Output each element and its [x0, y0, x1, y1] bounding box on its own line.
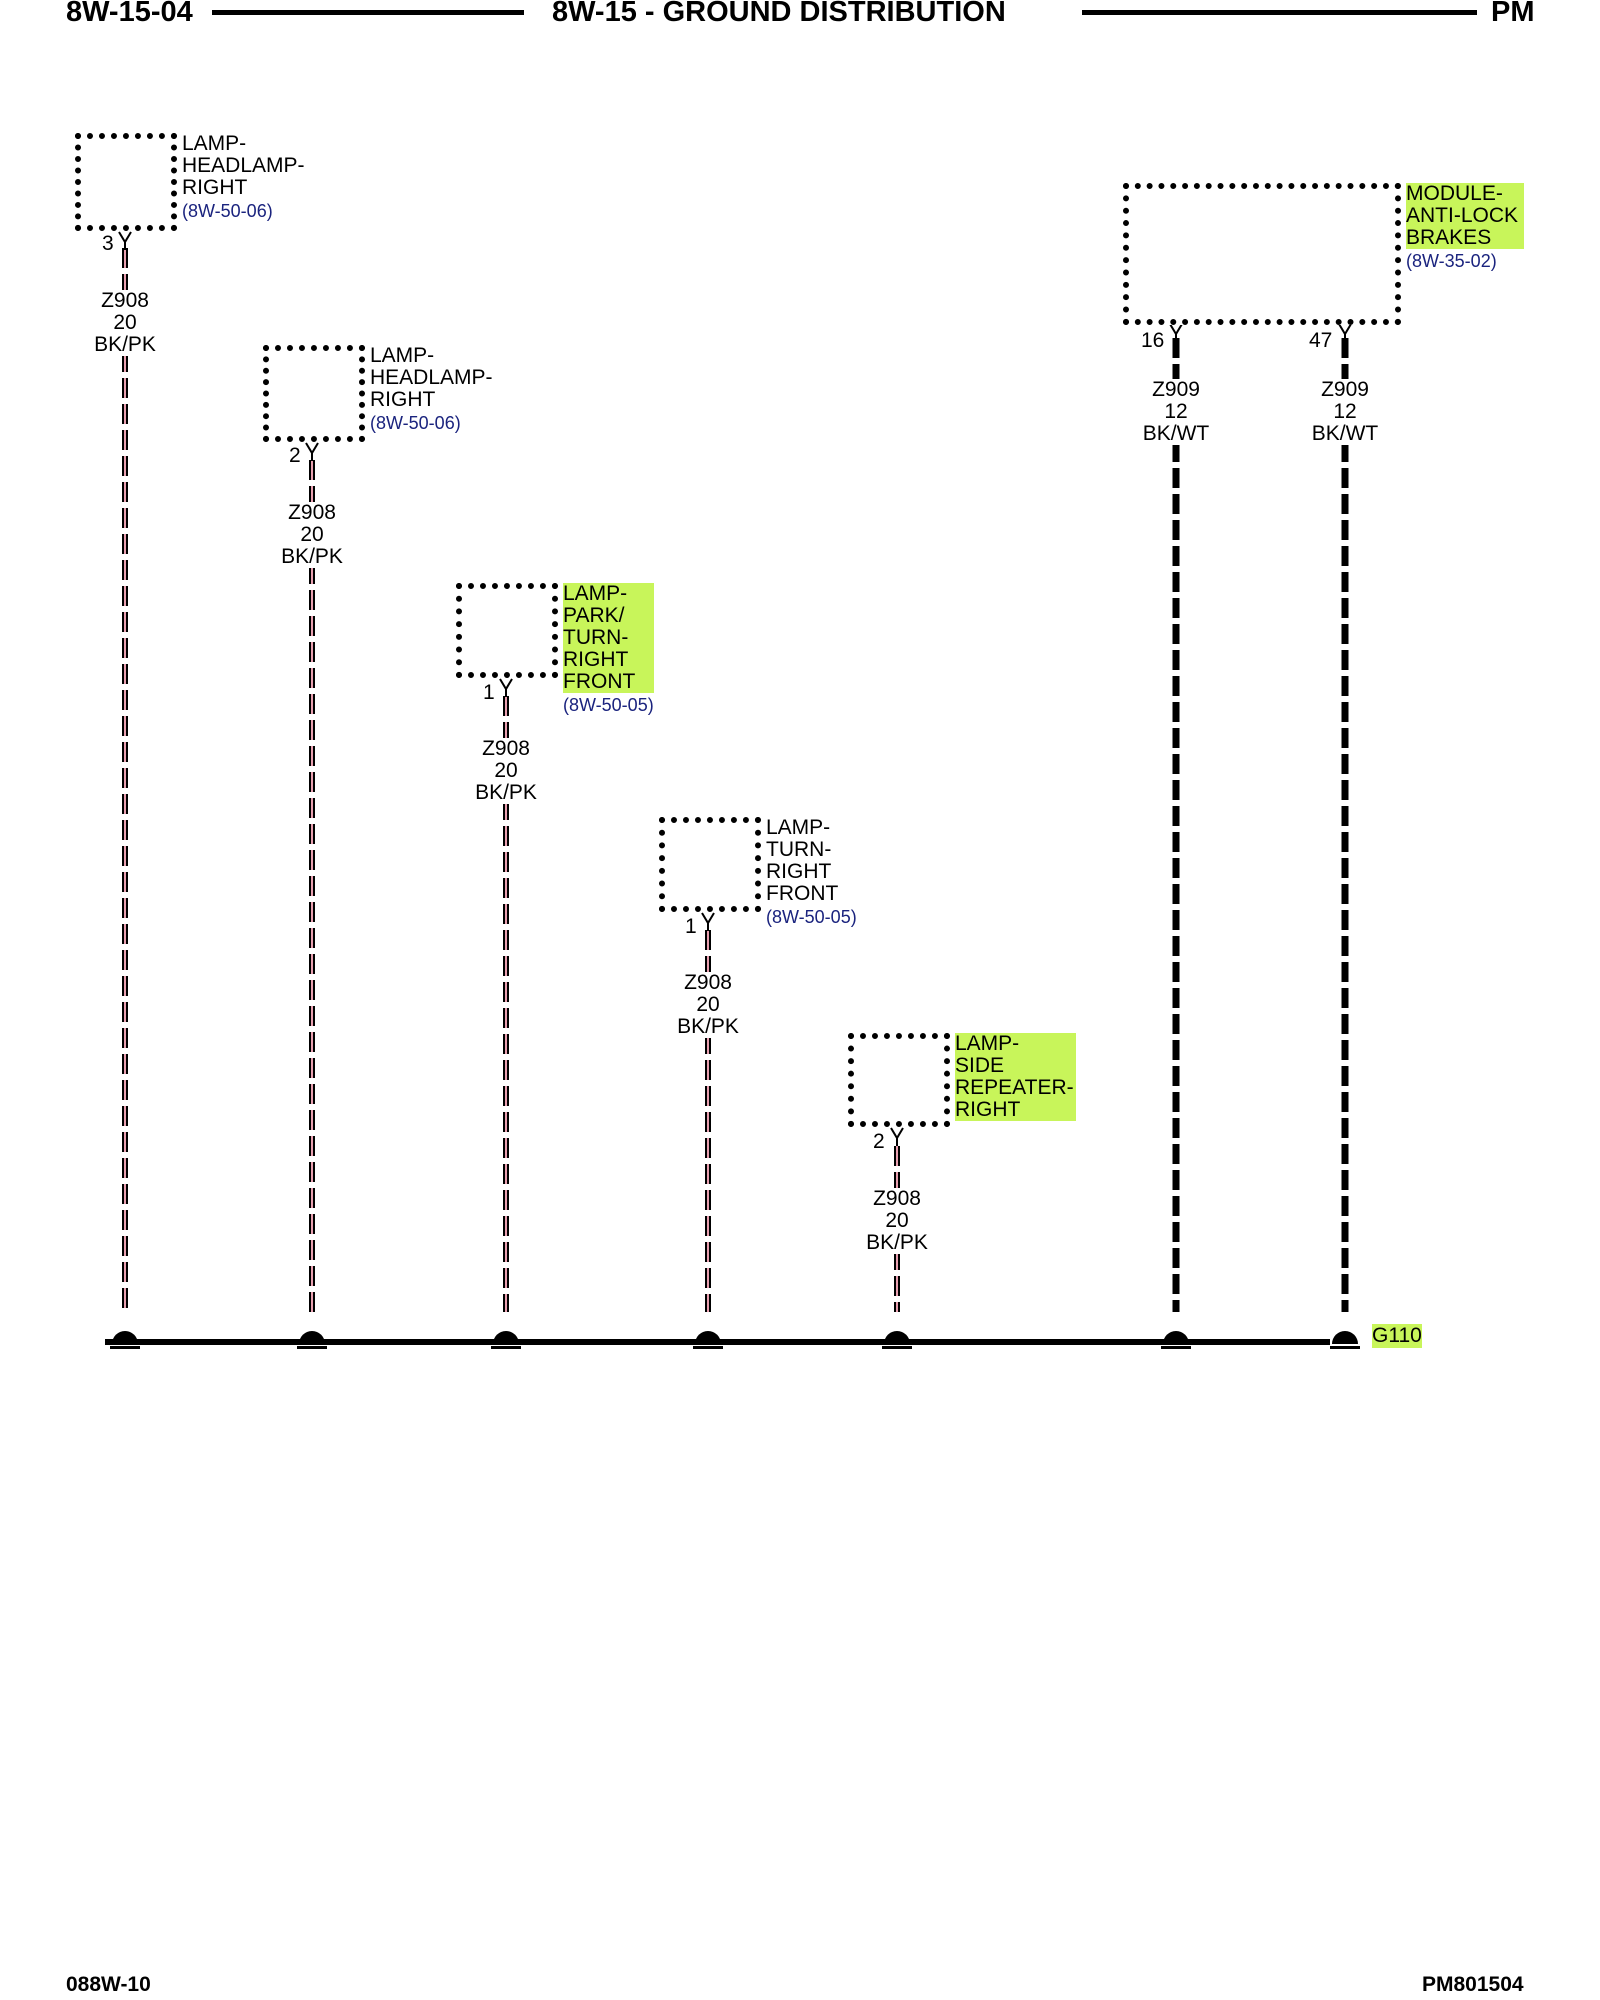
circuit-id: Z908 — [873, 1187, 921, 1210]
connector-symbol — [1338, 323, 1352, 336]
splice-point — [1163, 1331, 1189, 1344]
connector-symbol — [701, 912, 715, 925]
component-label: LAMP- HEADLAMP- RIGHT (8W-50-06) — [370, 345, 493, 435]
component-label: LAMP- HEADLAMP- RIGHT (8W-50-06) — [182, 133, 305, 223]
page-reference: (8W-50-06) — [370, 413, 461, 433]
component-name: LAMP- HEADLAMP- RIGHT — [182, 132, 305, 199]
document-id: PM801504 — [1422, 1973, 1524, 1996]
wire-color: BK/WT — [1311, 422, 1379, 445]
wire-gauge: 20 — [494, 759, 518, 782]
wire-gauge: 12 — [1333, 400, 1357, 423]
splice-point — [493, 1331, 519, 1344]
component-name: LAMP- HEADLAMP- RIGHT — [370, 344, 493, 411]
circuit-id: Z908 — [288, 501, 336, 524]
splice-point — [884, 1331, 910, 1344]
page-title: 8W-15 - GROUND DISTRIBUTION — [552, 0, 1006, 28]
wire-color: BK/WT — [1142, 422, 1210, 445]
connector-symbol — [1169, 323, 1183, 336]
pin-number: 47 — [1309, 329, 1333, 352]
page-code: 8W-15-04 — [66, 0, 193, 28]
wire-gauge: 20 — [113, 311, 137, 334]
component-box — [1123, 183, 1401, 325]
pin-number: 2 — [873, 1130, 885, 1153]
pin-number: 2 — [289, 444, 301, 467]
component-box — [263, 345, 365, 442]
wire-color: BK/PK — [677, 1015, 739, 1038]
page-reference: (8W-50-06) — [182, 201, 273, 221]
wire-label: Z909 12 BK/WT — [1136, 379, 1216, 445]
splice-point — [299, 1331, 325, 1344]
connector-symbol — [499, 678, 513, 691]
circuit-id: Z909 — [1152, 378, 1200, 401]
header-rule-right — [1082, 10, 1477, 15]
component-label: LAMP- PARK/ TURN- RIGHT FRONT (8W-50-05) — [563, 583, 654, 717]
wire-gauge: 20 — [300, 523, 324, 546]
splice-point — [112, 1331, 138, 1344]
component-box — [75, 133, 177, 231]
wire-gauge: 12 — [1164, 400, 1188, 423]
wire-color: BK/PK — [866, 1231, 928, 1254]
page-reference: (8W-50-05) — [563, 695, 654, 715]
component-box — [659, 817, 761, 912]
wire-label: Z908 20 BK/PK — [857, 1188, 937, 1254]
page-reference: (8W-50-05) — [766, 907, 857, 927]
pin-number: 1 — [483, 681, 495, 704]
component-name: LAMP- PARK/ TURN- RIGHT FRONT — [563, 583, 654, 693]
wire-gauge: 20 — [885, 1209, 909, 1232]
circuit-id: Z908 — [101, 289, 149, 312]
splice-point — [695, 1331, 721, 1344]
wire-label: Z908 20 BK/PK — [668, 972, 748, 1038]
model-code: PM — [1491, 0, 1535, 28]
wire-label: Z908 20 BK/PK — [85, 290, 165, 356]
component-name: LAMP- TURN- RIGHT FRONT — [766, 816, 839, 905]
pin-number: 3 — [102, 232, 114, 255]
page-number: 088W-10 — [66, 1973, 151, 1996]
wire-color: BK/PK — [94, 333, 156, 356]
wire-label: Z908 20 BK/PK — [272, 502, 352, 568]
connector-symbol — [118, 231, 132, 244]
component-label: LAMP- TURN- RIGHT FRONT (8W-50-05) — [766, 817, 857, 929]
component-name: MODULE- ANTI-LOCK BRAKES — [1406, 183, 1525, 249]
component-name: LAMP- SIDE REPEATER- RIGHT — [955, 1032, 1076, 1121]
component-label: LAMP- SIDE REPEATER- RIGHT — [955, 1033, 1076, 1121]
ground-terminal — [1332, 1331, 1358, 1344]
circuit-id: Z909 — [1321, 378, 1369, 401]
wire-color: BK/PK — [475, 781, 537, 804]
component-box — [456, 583, 558, 678]
wire-label: Z909 12 BK/WT — [1305, 379, 1385, 445]
connector-symbol — [305, 442, 319, 455]
wire-label: Z908 20 BK/PK — [466, 738, 546, 804]
circuit-id: Z908 — [482, 737, 530, 760]
page-reference: (8W-35-02) — [1406, 251, 1497, 271]
wire-color: BK/PK — [281, 545, 343, 568]
component-box — [848, 1033, 950, 1127]
component-label: MODULE- ANTI-LOCK BRAKES (8W-35-02) — [1406, 183, 1525, 273]
pin-number: 16 — [1141, 329, 1165, 352]
wire-gauge: 20 — [696, 993, 720, 1016]
circuit-id: Z908 — [684, 971, 732, 994]
ground-label: G110 — [1372, 1324, 1422, 1348]
header-rule-left — [212, 10, 524, 15]
pin-number: 1 — [685, 915, 697, 938]
connector-symbol — [890, 1127, 904, 1140]
